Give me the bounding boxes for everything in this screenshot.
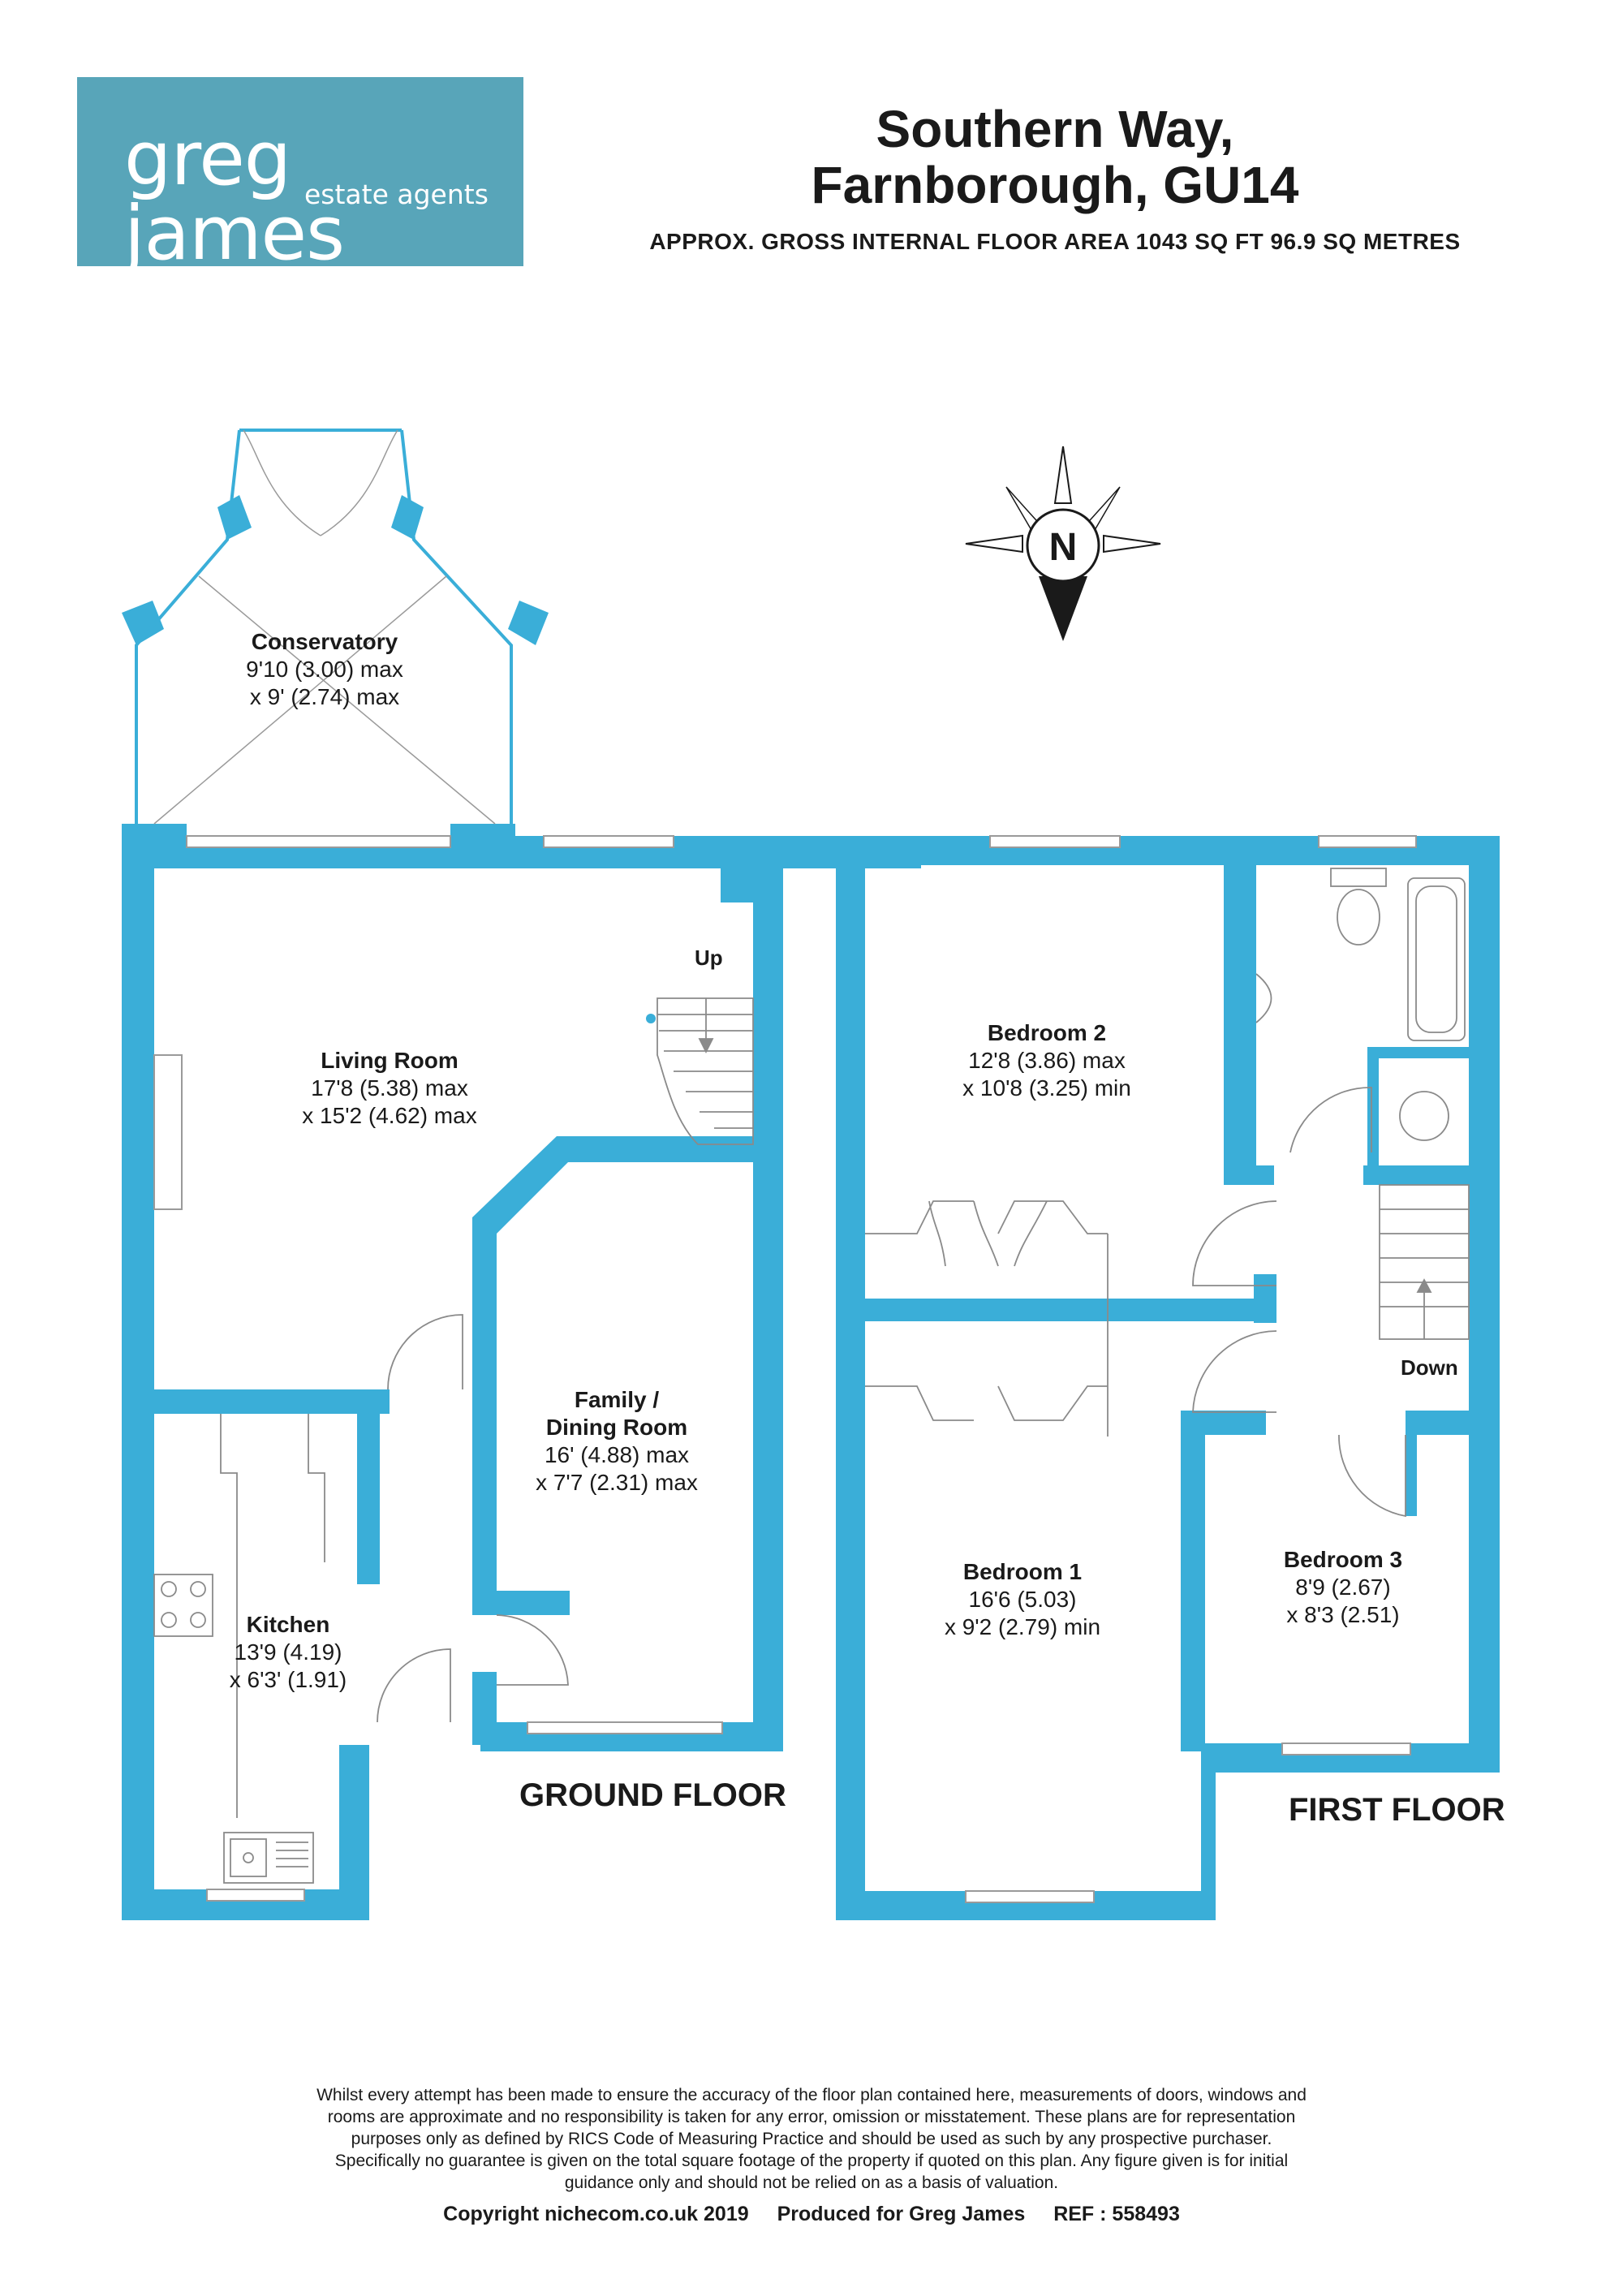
kitchen-fittings	[153, 1414, 325, 1884]
room-bedroom-3: Bedroom 3 8'9 (2.67) x 8'3 (2.51)	[1283, 1547, 1403, 1627]
conservatory-roof-lines	[153, 429, 496, 825]
conservatory-frame	[135, 429, 513, 824]
address-line-1: Southern Way,	[876, 100, 1234, 158]
footer-credits: Copyright nichecom.co.uk 2019 Produced f…	[0, 2203, 1623, 2226]
stairs-down-label: Down	[1401, 1355, 1458, 1380]
produced-for-text: Produced for Greg James	[777, 2203, 1026, 2225]
walls	[122, 495, 1500, 1920]
reference-number: REF : 558493	[1053, 2203, 1180, 2225]
room-bedroom-1: Bedroom 1 16'6 (5.03) x 9'2 (2.79) min	[944, 1559, 1101, 1639]
logo-tagline: estate agents	[304, 179, 489, 210]
door-swings	[377, 1087, 1406, 1723]
stairs-down	[1379, 1184, 1470, 1340]
windows	[153, 835, 1417, 1903]
address-line-2: Farnborough, GU14	[811, 156, 1299, 214]
first-floor-label: FIRST FLOOR	[1289, 1792, 1505, 1828]
room-family-dining: Family / Dining Room 16' (4.88) max x 7'…	[536, 1387, 698, 1495]
copyright-text: Copyright nichecom.co.uk 2019	[443, 2203, 749, 2225]
room-bedroom-2: Bedroom 2 12'8 (3.86) max x 10'8 (3.25) …	[962, 1020, 1131, 1101]
compass-rose: N	[965, 446, 1161, 641]
ground-floor-label: GROUND FLOOR	[519, 1777, 786, 1813]
room-kitchen: Kitchen 13'9 (4.19) x 6'3' (1.91)	[229, 1612, 347, 1692]
disclaimer-text: Whilst every attempt has been made to en…	[316, 2086, 1307, 2192]
room-living-room: Living Room 17'8 (5.38) max x 15'2 (4.62…	[302, 1048, 477, 1128]
floor-area-summary: APPROX. GROSS INTERNAL FLOOR AREA 1043 S…	[649, 229, 1461, 254]
stairs-up	[646, 997, 754, 1145]
wardrobes	[865, 1200, 1109, 1437]
bathroom-fixtures	[1255, 868, 1466, 1141]
room-conservatory: Conservatory 9'10 (3.00) max x 9' (2.74)…	[246, 629, 403, 709]
logo-wordmark: greg james	[124, 115, 345, 277]
stairs-up-label: Up	[695, 946, 723, 970]
compass-north-letter: N	[1049, 526, 1078, 569]
agent-logo: greg james estate agents	[77, 77, 523, 271]
